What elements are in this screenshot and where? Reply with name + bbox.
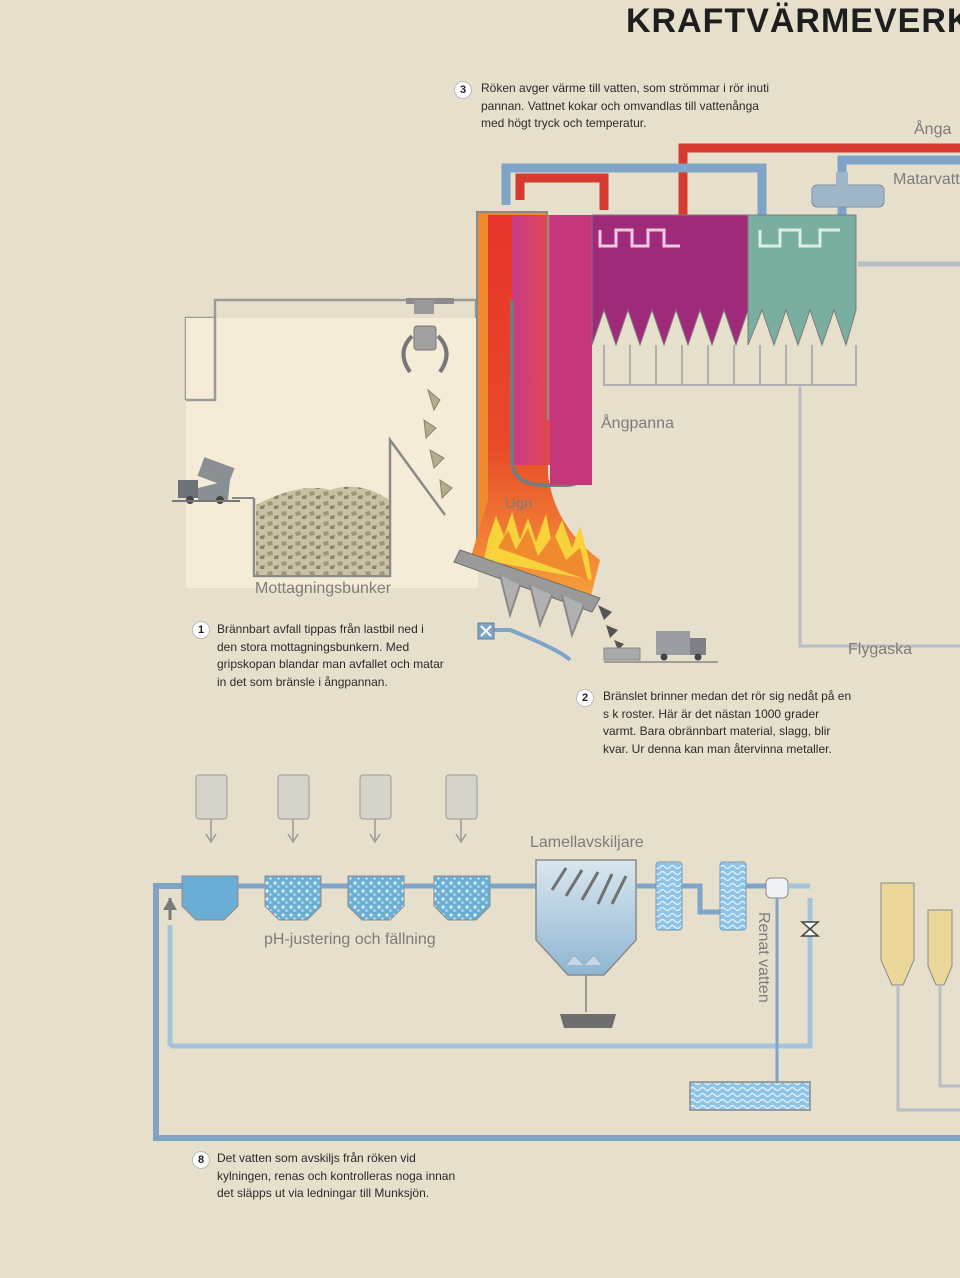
superheater-bundles [591,214,749,347]
step-badge-8: 8 [192,1151,210,1169]
silos [880,882,953,986]
waste-pile [256,486,389,575]
second-pass [550,215,592,485]
step-text-3: Röken avger värme till vatten, som ström… [481,81,770,130]
step-text-8: Det vatten som avskiljs från röken vid k… [217,1151,456,1200]
label-ph: pH-justering och fällning [264,931,436,948]
inner-return-pipe [170,898,813,1049]
label-lamella: Lamellavskiljare [530,834,644,851]
step-badge-2: 2 [576,689,594,707]
grab-bucket-icon [401,325,449,374]
outlet-basin [689,1081,811,1111]
boiler-loop-pipe [501,163,767,215]
fly-ash-duct [798,385,960,648]
step-text-2: Bränslet brinner medan det rör sig nedåt… [603,689,852,756]
step-badge-1: 1 [192,621,210,639]
label-fly-ash: Flygaska [848,641,913,658]
label-clean-water: Renat vatten [755,912,772,1003]
garbage-truck-icon [178,457,235,504]
feedwater-pump [811,184,885,208]
lamella-separator [535,859,637,976]
slag-truck-icon [656,631,706,661]
economizer-bundles [747,214,857,347]
water-return-pipe [153,883,960,1141]
label-furnace: Ugn [505,495,533,512]
sludge-tray [560,1014,616,1028]
sand-filter [655,861,683,931]
label-steam: Ånga [914,121,952,138]
carbon-filter [719,861,747,931]
valve-icon [800,921,820,937]
slag-container [603,647,641,661]
step-text-1: Brännbart avfall tippas från lastbil ned… [217,622,444,689]
control-box [765,877,789,899]
steam-pipe [678,143,960,215]
first-pass [512,215,552,465]
ph-tanks [181,875,491,921]
step-badge-3: 3 [454,81,472,99]
flames-icon [484,512,592,580]
label-bunker: Mottagningsbunker [255,580,392,597]
page-title: KRAFTVÄRMEVERKE [626,2,960,40]
label-boiler: Ångpanna [601,415,674,432]
dosing-tanks [195,774,478,820]
bunker-pit [252,436,447,578]
label-feedwater: Matarvatt [893,171,960,188]
